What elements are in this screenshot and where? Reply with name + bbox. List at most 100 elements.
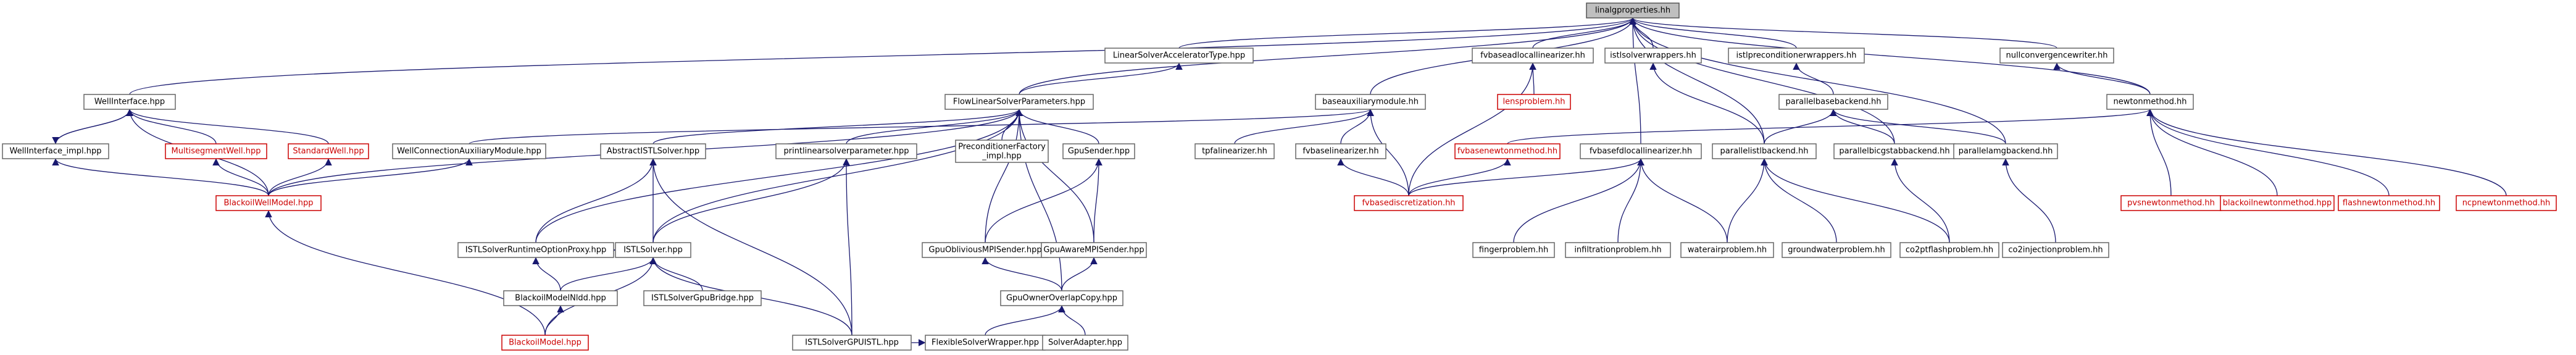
node-flowlinearsolverparams[interactable]: FlowLinearSolverParameters.hpp [944,94,1094,110]
edge-blackoilmodel-to-blackoilwellmodel [265,210,546,336]
node-fvbaseadlocal[interactable]: fvbaseadlocallinearizer.hh [1472,48,1594,64]
node-box [944,94,1094,110]
edge-infiltrationproblem-to-fvbasefdlocal [1617,158,1644,243]
node-parallelamg[interactable]: parallelamgbackend.hh [1953,143,2058,159]
node-infiltrationproblem[interactable]: infiltrationproblem.hh [1565,242,1671,258]
edge-solveradapter-to-gpuowneroverlap [1058,305,1086,336]
node-multisegment[interactable]: MultisegmentWell.hpp [165,143,267,159]
node-box [1315,94,1426,110]
node-box [1604,48,1702,64]
node-istlprecondwrappers[interactable]: istlpreconditionerwrappers.hh [1728,48,1865,64]
edge-waterairproblem-to-fvbasefdlocal [1637,158,1728,243]
node-fvbasefdlocal[interactable]: fvbasefdlocallinearizer.hh [1580,143,1702,159]
node-box [215,195,322,211]
node-gpuoblivious[interactable]: GpuObliviousMPISender.hpp [922,242,1049,258]
node-linearsolveraccel[interactable]: LinearSolverAcceleratorType.hpp [1104,48,1254,64]
node-box [1000,290,1123,306]
node-fvbasenewton[interactable]: fvbasenewtonmethod.hh [1454,143,1561,159]
node-label: istlpreconditionerwrappers.hh [1736,51,1856,61]
node-waterairproblem[interactable]: waterairproblem.hh [1680,242,1774,258]
node-label: fvbaseadlocallinearizer.hh [1480,51,1585,61]
node-co2injection[interactable]: co2injectionproblem.hh [2002,242,2109,258]
node-box [1295,143,1386,159]
node-blackoilnewton[interactable]: blackoilnewtonmethod.hpp [2220,195,2335,211]
node-box [1042,335,1128,351]
node-label: WellInterface.hpp [94,98,165,107]
node-label: parallelbasebackend.hh [1786,98,1882,107]
node-solveradapter[interactable]: SolverAdapter.hpp [1042,335,1128,351]
node-blackoilmodel[interactable]: BlackoilModel.hpp [501,335,589,351]
node-label: parallelistlbackend.hh [1720,147,1809,156]
node-istlsolver[interactable]: ISTLSolver.hpp [615,242,691,258]
node-istlgpubridge[interactable]: ISTLSolverGpuBridge.hpp [643,290,762,306]
node-istlsolvergpuistl[interactable]: ISTLSolverGPUISTL.hpp [792,335,912,351]
node-fvbasediscretization[interactable]: fvbasediscretization.hh [1354,195,1464,211]
node-box [2456,195,2557,211]
node-wellconnaux[interactable]: WellConnectionAuxiliaryModule.hpp [392,143,546,159]
node-parallelistlbackend[interactable]: parallelistlbackend.hh [1712,143,1817,159]
node-box [1680,242,1774,258]
node-label: infiltrationproblem.hh [1574,246,1661,255]
node-tpfalinearizer[interactable]: tpfalinearizer.hh [1194,143,1275,159]
edge-istlruntimeoption-to-flowlinearsolverparams [535,109,1023,243]
node-box [1899,242,1999,258]
node-linalg[interactable]: linalgproperties.hh [1586,2,1680,19]
node-parallelbasebackend[interactable]: parallelbasebackend.hh [1778,94,1888,110]
node-standardwell[interactable]: StandardWell.hpp [288,143,369,159]
node-box [503,290,618,306]
edge-istlsolvergpuistl-to-printlinearsolverparams [843,158,852,336]
edge-newtonmethod-to-nullconvergence [2053,62,2151,95]
node-pvsnewton[interactable]: pvsnewtonmethod.hh [2120,195,2222,211]
node-label: ncpnewtonmethod.hh [2462,199,2551,208]
node-gpuowneroverlap[interactable]: GpuOwnerOverlapCopy.hpp [1000,290,1123,306]
node-nullconvergence[interactable]: nullconvergencewriter.hh [1999,48,2114,64]
edge-blackoilmodel-to-blackoilmodelnldd [544,305,564,336]
node-flexiblesolverwrapper[interactable]: FlexibleSolverWrapper.hpp [925,335,1046,351]
node-blackoilmodelnldd[interactable]: BlackoilModelNldd.hpp [503,290,618,306]
node-blackoilwellmodel[interactable]: BlackoilWellModel.hpp [215,195,322,211]
node-istlsolverwrappers[interactable]: istlsolverwrappers.hh [1604,48,1702,64]
node-box [1953,143,2058,159]
node-label: GpuAwareMPISender.hpp [1043,246,1144,255]
node-box [1472,242,1555,258]
edge-pvsnewton-to-newtonmethod [2146,109,2172,196]
edge-blackoilwellmodel-to-multisegment [212,158,269,196]
edge-groundwaterproblem-to-parallelistlbackend [1761,158,1837,243]
edge-fvbasediscretization-to-baseauxiliary [1367,109,1409,196]
node-label: linalgproperties.hh [1595,6,1670,15]
node-box [392,143,546,159]
edge-wellinterface-to-wellinterfaceimpl [52,109,130,144]
node-fingerproblem[interactable]: fingerproblem.hh [1472,242,1555,258]
node-ncpnewton[interactable]: ncpnewtonmethod.hh [2456,195,2557,211]
edge-gpuowneroverlap-to-gpuaware [1061,257,1098,291]
node-co2ptflash[interactable]: co2ptflashproblem.hh [1899,242,1999,258]
node-gpuaware[interactable]: GpuAwareMPISender.hpp [1041,242,1147,258]
node-label: flashnewtonmethod.hh [2343,199,2435,208]
node-box [165,143,267,159]
node-istlruntimeoption[interactable]: ISTLSolverRuntimeOptionProxy.hpp [457,242,614,258]
node-baseauxiliary[interactable]: baseauxiliarymodule.hh [1315,94,1426,110]
node-flashnewton[interactable]: flashnewtonmethod.hh [2338,195,2440,211]
node-wellinterface[interactable]: WellInterface.hpp [83,94,176,110]
edge-blackoilwellmodel-to-wellinterfaceimpl [52,158,269,196]
node-label: fvbasefdlocallinearizer.hh [1590,147,1692,156]
node-label: BlackoilWellModel.hpp [223,199,313,208]
node-label: co2injectionproblem.hh [2008,246,2103,255]
node-parallelbicgstab[interactable]: parallelbicgstabbackend.hh [1833,143,1956,159]
node-printlinearsolverparams[interactable]: printlinearsolverparameter.hpp [775,143,917,159]
node-abstractistl[interactable]: AbstractISTLSolver.hpp [600,143,706,159]
node-box [1041,242,1147,258]
node-groundwaterproblem[interactable]: groundwaterproblem.hh [1782,242,1891,258]
node-newtonmethod[interactable]: newtonmethod.hh [2106,94,2194,110]
node-wellinterfaceimpl[interactable]: WellInterface_impl.hpp [2,143,109,159]
node-gpusender[interactable]: GpuSender.hpp [1062,143,1135,159]
node-fvbaselinearizer[interactable]: fvbaselinearizer.hh [1295,143,1386,159]
node-box [1354,195,1464,211]
node-precondfactoryimpl[interactable]: PreconditionerFactory_impl.hpp [955,140,1049,163]
edge-fvbasediscretization-to-fvbaselinearizer [1337,158,1409,196]
node-label: co2ptflashproblem.hh [1906,246,1993,255]
edge-fingerproblem-to-fvbasefdlocal [1513,158,1644,243]
node-label: nullconvergencewriter.hh [2006,51,2108,61]
node-label: fvbasenewtonmethod.hh [1457,147,1557,156]
node-lensproblem[interactable]: lensproblem.hh [1497,94,1571,110]
